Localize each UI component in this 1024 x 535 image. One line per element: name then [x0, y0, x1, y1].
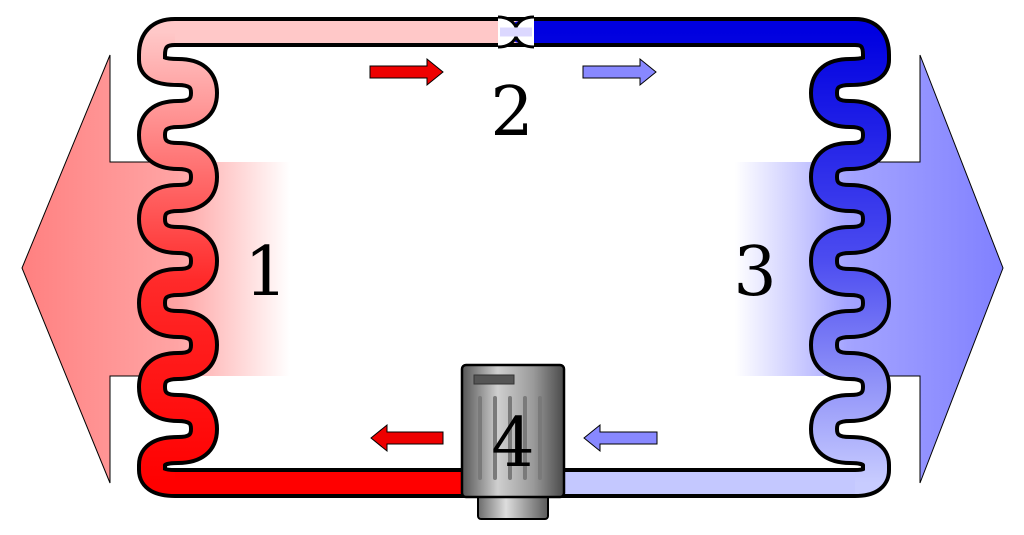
expansion-valve: [497, 15, 535, 49]
label-condenser: 1: [244, 233, 287, 312]
evaporator-coil: [509, 21, 887, 494]
flow-arrow-cold-bottom: [583, 423, 658, 453]
label-expansion-valve: 2: [490, 73, 533, 152]
label-evaporator: 3: [733, 233, 776, 312]
heat-absorb-arrow: [735, 55, 1003, 483]
flow-arrow-hot-top: [369, 57, 444, 87]
heat-release-arrow-edge: [21, 54, 150, 484]
flow-arrow-cold-top: [582, 57, 657, 87]
heat-release-arrow: [22, 55, 290, 483]
flow-arrow-hot-bottom: [370, 423, 444, 453]
compressor-icon: [460, 363, 566, 520]
condenser-coil: [141, 21, 531, 494]
label-compressor: 4: [491, 404, 534, 483]
heat-absorb-arrow-edge: [875, 54, 1004, 484]
